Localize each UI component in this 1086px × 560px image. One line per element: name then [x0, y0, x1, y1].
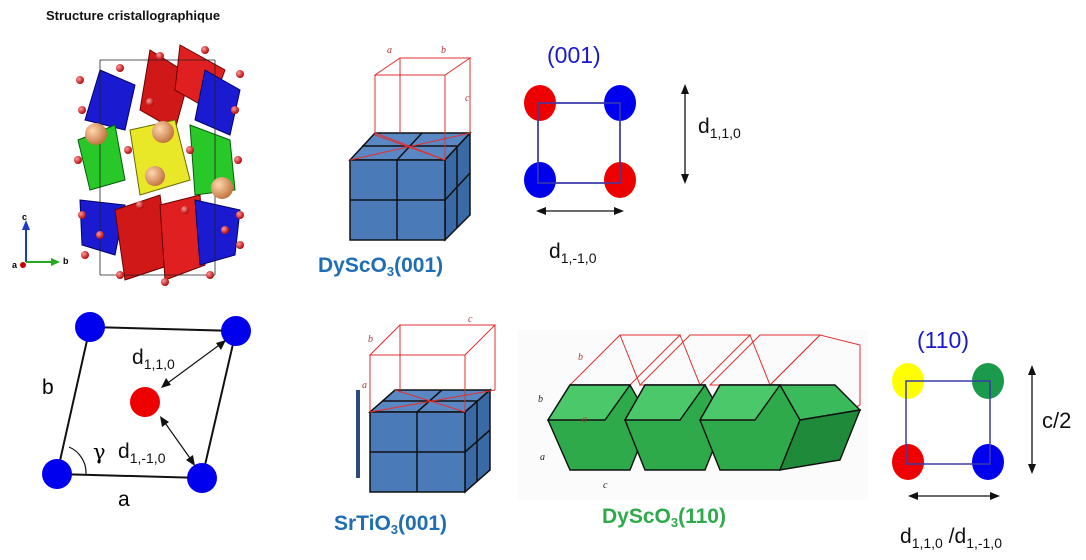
atom-blue	[972, 444, 1004, 480]
axis-b-label: b	[63, 256, 69, 266]
c-half-label: c/2	[1042, 408, 1072, 433]
page-title: Structure cristallographique	[46, 8, 221, 23]
octahedron-blue	[79, 199, 126, 256]
dysco3-001-model: a b c	[348, 45, 472, 242]
d110-lattice-label: d1,1,0	[132, 346, 175, 373]
cell-edge-label-a: a	[387, 45, 392, 56]
d1m10-lattice-label: d1,-1,0	[118, 440, 166, 467]
lattice-b-label: b	[42, 376, 54, 399]
unit-cell-outline	[349, 57, 472, 161]
atom-blue	[42, 459, 72, 489]
cell-edge-label-c: c	[603, 480, 608, 491]
atom-red	[892, 444, 924, 480]
srtio3-001-model: c b a	[356, 314, 497, 494]
axis-a-label: a	[12, 260, 18, 270]
d-ratio-label: d1,1,0 /d1,-1,0	[900, 525, 1002, 552]
atom-red	[130, 387, 160, 417]
cube-stack	[348, 131, 472, 242]
cell-edge-label-b: b	[368, 334, 373, 345]
octahedron-blue	[194, 199, 241, 266]
label-dysco3-110: DyScO3(110)	[602, 505, 726, 530]
2d-lattice	[42, 312, 251, 493]
dy-atom	[152, 121, 174, 143]
dysco3-110-model: b a c b a	[518, 330, 868, 500]
atom-blue	[524, 162, 556, 198]
axes-legend	[14, 205, 74, 280]
cell-edge-label-a: a	[362, 380, 367, 391]
octahedron-blue	[84, 69, 136, 131]
lattice-a-label: a	[118, 488, 130, 511]
cell-edge-label-b: b	[538, 394, 543, 405]
cell-edge-label-b: b	[578, 352, 583, 363]
miller-index-110: (110)	[917, 327, 969, 353]
atom-blue	[75, 312, 105, 342]
d1m10-label: d1,-1,0	[549, 240, 597, 267]
crystal-structure-image	[74, 42, 246, 288]
cell-edge-label-b: b	[441, 45, 446, 56]
square-001	[524, 84, 689, 215]
square-110	[892, 363, 1036, 500]
cell-edge-label-c: c	[465, 93, 470, 104]
atom-blue	[187, 463, 217, 493]
cell-edge-label-a: a	[540, 452, 545, 463]
miller-index-001: (001)	[547, 42, 601, 68]
atom-blue	[221, 316, 251, 346]
dy-atom	[145, 166, 165, 186]
dy-atom	[85, 123, 107, 145]
label-dysco3-001: DyScO3(001)	[318, 254, 444, 279]
axis-c-label: c	[22, 212, 28, 222]
cell-edge-label-a: a	[582, 414, 587, 425]
octahedron-blue	[194, 69, 241, 136]
octahedron-red	[159, 194, 206, 281]
dy-atom	[211, 177, 233, 199]
cell-edge-label-c: c	[468, 314, 473, 325]
gamma-label: γ	[93, 440, 106, 464]
label-srtio3-001: SrTiO3(001)	[334, 512, 448, 537]
d110-label: d1,1,0	[698, 115, 741, 142]
